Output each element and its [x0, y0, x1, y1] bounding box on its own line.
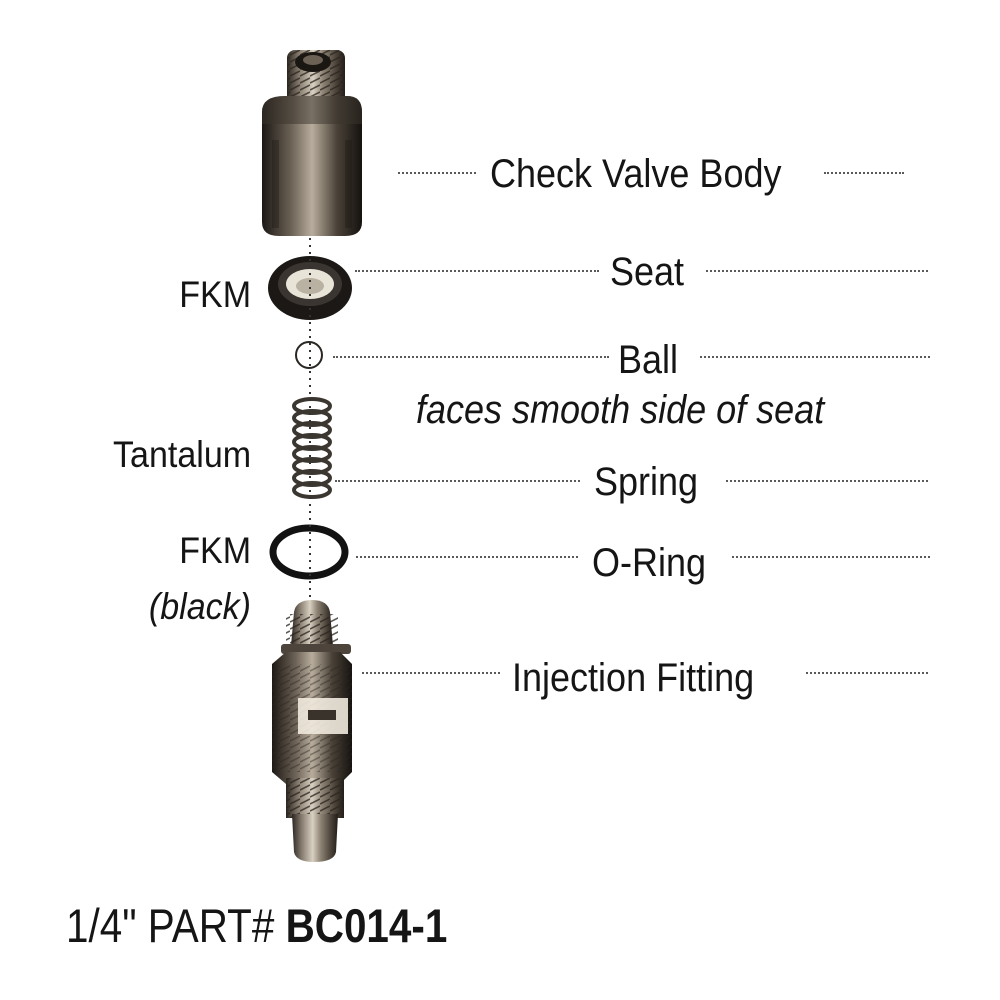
leader-line	[700, 356, 930, 358]
leader-line	[726, 480, 928, 482]
injection-fitting-label: Injection Fitting	[512, 656, 755, 700]
seat-material: FKM	[179, 274, 251, 315]
leader-line	[335, 480, 580, 482]
leader-line	[398, 172, 476, 174]
leader-line	[706, 270, 928, 272]
spring-image	[292, 397, 332, 499]
spring-material: Tantalum	[112, 434, 251, 475]
leader-line	[362, 672, 500, 674]
leader-line	[355, 270, 599, 272]
leader-line	[824, 172, 904, 174]
part-size: 1/4"	[66, 899, 137, 952]
spring-label: Spring	[594, 460, 699, 504]
seat-label: Seat	[610, 250, 685, 294]
injection-fitting-image	[272, 600, 352, 862]
part-label: PART#	[147, 899, 275, 952]
o-ring-material-note: (black)	[148, 586, 251, 627]
ball-image	[295, 341, 323, 369]
part-number-caption: 1/4" PART# BC014-1	[66, 902, 447, 949]
ball-label: Ball	[618, 338, 679, 382]
o-ring-label: O-Ring	[592, 541, 707, 585]
leader-line	[732, 556, 930, 558]
leader-line	[333, 356, 609, 358]
ball-note: faces smooth side of seat	[416, 388, 825, 432]
leader-line	[806, 672, 928, 674]
part-number: BC014-1	[285, 899, 448, 952]
o-ring-material: FKM	[179, 530, 251, 571]
leader-line	[356, 556, 578, 558]
check-valve-body-image	[262, 50, 362, 236]
check-valve-body-label: Check Valve Body	[490, 152, 782, 196]
